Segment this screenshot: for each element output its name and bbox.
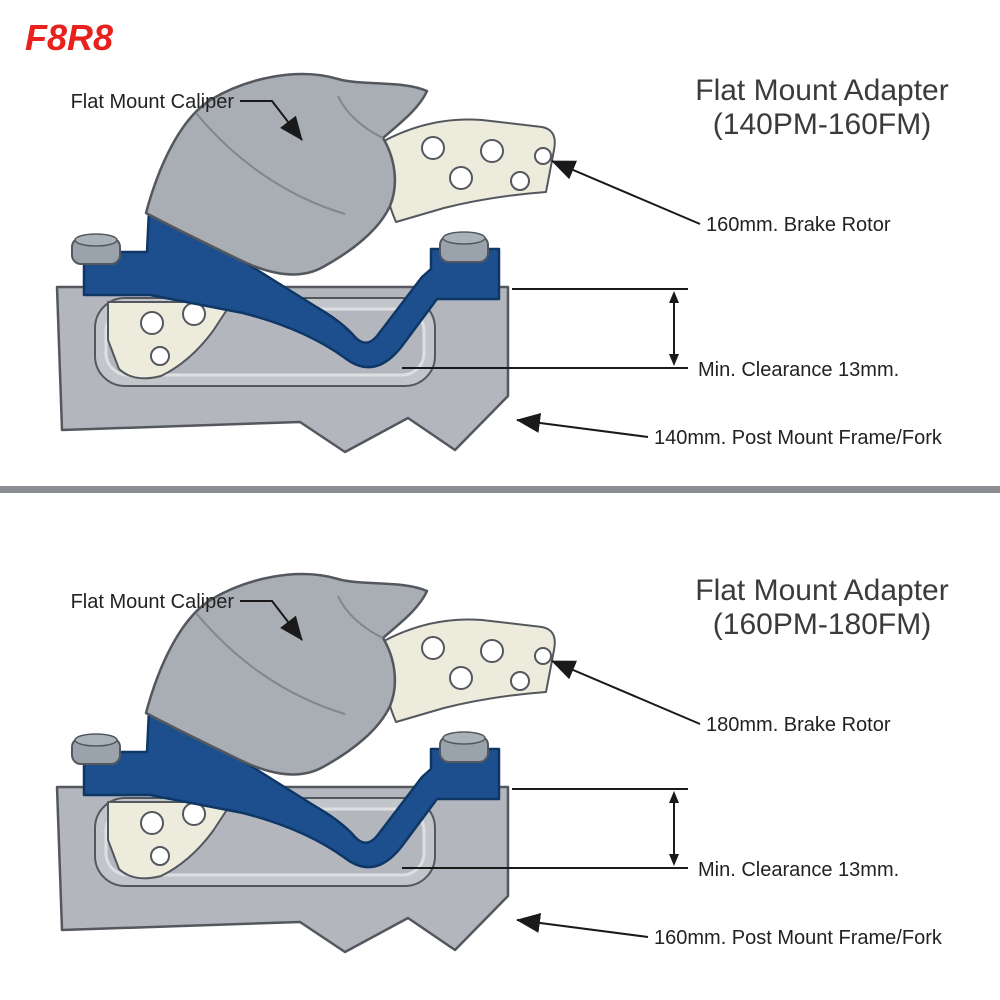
caliper-label: Flat Mount Caliper (71, 91, 235, 113)
product-code: F8R8 (25, 17, 113, 58)
panel-2-labels: Flat Mount Adapter (160PM-180FM) Flat Mo… (71, 574, 949, 949)
diagram-panel-2 (57, 574, 700, 952)
caliper-label: Flat Mount Caliper (71, 591, 235, 613)
clearance-label: Min. Clearance 13mm. (698, 859, 899, 881)
panel-title-line1: Flat Mount Adapter (695, 74, 948, 107)
panel-1-labels: Flat Mount Adapter (140PM-160FM) Flat Mo… (71, 74, 949, 449)
panel-title-line2: (160PM-180FM) (713, 608, 931, 641)
frame-label: 160mm. Post Mount Frame/Fork (654, 927, 943, 949)
rotor-label: 180mm. Brake Rotor (706, 714, 891, 736)
clearance-label: Min. Clearance 13mm. (698, 359, 899, 381)
panel-title-line1: Flat Mount Adapter (695, 574, 948, 607)
panel-divider (0, 486, 1000, 493)
rotor-label: 160mm. Brake Rotor (706, 214, 891, 236)
diagram-panel-1 (57, 74, 700, 452)
panel-title-line2: (140PM-160FM) (713, 108, 931, 141)
frame-label: 140mm. Post Mount Frame/Fork (654, 427, 943, 449)
